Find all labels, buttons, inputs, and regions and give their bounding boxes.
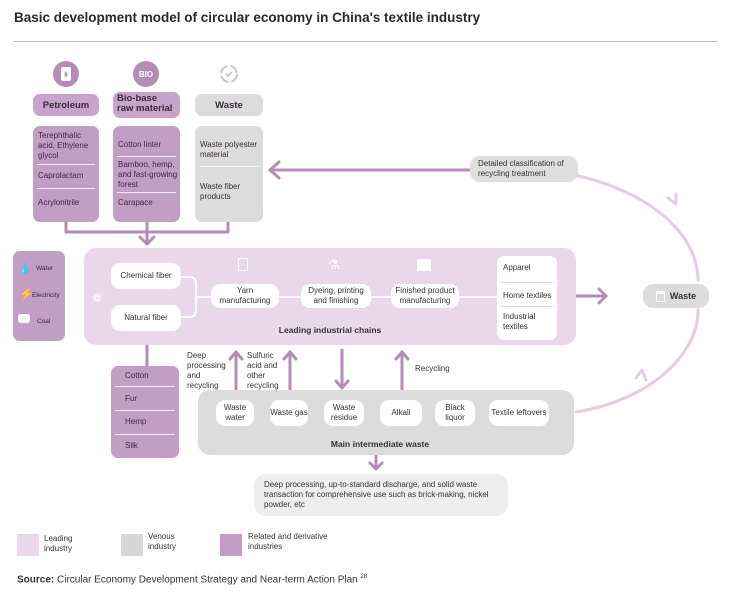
products-box: Apparel Home textiles Industrial textile… xyxy=(497,256,557,340)
natural-input-item: Hemp xyxy=(125,417,147,426)
intermediate-item: Waste water xyxy=(216,400,254,426)
intermediate-item: Black liquor xyxy=(435,400,475,426)
product-item: Apparel xyxy=(503,263,531,272)
petroleum-item: Terephthalic acid, Ethylene glycol xyxy=(38,131,89,160)
source-citation: Source: Circular Economy Development Str… xyxy=(17,574,367,585)
chain-link xyxy=(459,296,497,298)
legend-label-leading: Leading industry xyxy=(44,534,73,553)
source-text: Circular Economy Development Strategy an… xyxy=(57,574,358,586)
disposal-note: Deep processing, up-to-standard discharg… xyxy=(254,474,508,516)
intermediate-item: Waste residue xyxy=(324,400,364,426)
petroleum-barrel-icon xyxy=(53,61,79,87)
page-title: Basic development model of circular econ… xyxy=(14,10,481,25)
product-item: Industrial textiles xyxy=(503,312,536,331)
utility-electricity: Electricity xyxy=(32,292,60,299)
product-item: Home textiles xyxy=(503,291,552,300)
chain-link xyxy=(279,296,301,298)
natural-input-item: Silk xyxy=(125,441,138,450)
recycle-arrowhead xyxy=(268,160,281,180)
title-divider xyxy=(14,41,718,42)
petroleum-header: Petroleum xyxy=(33,94,99,116)
waste-node-label: Waste xyxy=(669,291,697,301)
waste-node: Waste xyxy=(643,284,709,308)
yarn-manufacturing-node: Yarn manufacturing xyxy=(211,284,279,308)
legend-label-related: Related and derivative industries xyxy=(248,532,328,551)
natural-fiber-node: Natural fiber xyxy=(111,305,181,331)
coal-cart-icon xyxy=(18,314,30,323)
trash-bin-icon xyxy=(655,290,665,302)
flask-icon: ⚗ xyxy=(328,257,340,272)
yarn-spool-icon xyxy=(238,258,248,271)
bio-item: Cotton linter xyxy=(118,140,162,149)
loop-bottom xyxy=(574,308,700,414)
natural-inputs-column: Cotton Fur Hemp Silk xyxy=(111,366,179,458)
fiber-merge-bracket xyxy=(181,276,197,318)
deep-processing-label: Deep processing and recycling xyxy=(187,351,226,390)
waste-source-header: Waste xyxy=(195,94,263,116)
electricity-icon: ⚡ xyxy=(19,287,34,301)
natural-input-item: Cotton xyxy=(125,371,149,380)
intermediate-item: Textile leftovers xyxy=(489,400,549,426)
leading-chain-label: Leading industrial chains xyxy=(278,325,382,335)
recycling-label: Recycling xyxy=(415,364,450,373)
intermediate-waste-label: Main intermediate waste xyxy=(330,439,430,449)
natural-input-item: Fur xyxy=(125,394,137,403)
sources-arrowhead xyxy=(138,235,156,246)
utility-water: Water xyxy=(36,265,54,272)
petroleum-item: Acrylonitrile xyxy=(38,198,80,207)
tshirt-icon xyxy=(417,259,431,271)
bio-icon: BIO xyxy=(133,61,159,87)
chemical-fiber-node: Chemical fiber xyxy=(111,263,181,289)
recycle-icon xyxy=(216,61,242,87)
loop-top xyxy=(546,168,700,282)
petroleum-item: Caprolactam xyxy=(38,171,84,180)
legend-swatch-venous xyxy=(121,534,143,556)
petroleum-column: Terephthalic acid, Ethylene glycol Capro… xyxy=(33,126,99,222)
legend-swatch-leading xyxy=(17,534,39,556)
intermediate-item: Alkali xyxy=(380,400,422,426)
bio-header: Bio-base raw material xyxy=(113,92,180,118)
waste-source-column: Waste polyester material Waste fiber pro… xyxy=(195,126,263,222)
dyeing-node: Dyeing, printing and finishing xyxy=(301,284,371,308)
utilities-panel xyxy=(13,251,65,341)
waste-source-item: Waste fiber products xyxy=(200,182,241,201)
legend-label-venous: Venous industry xyxy=(148,532,177,551)
chain-link xyxy=(371,296,391,298)
utility-coal: Coal xyxy=(37,318,51,325)
source-prefix: Source: xyxy=(17,574,55,586)
fiber-icon: ❁ xyxy=(92,291,102,305)
intermediate-item: Waste gas xyxy=(270,400,308,426)
water-drop-icon: 💧 xyxy=(18,263,32,275)
sulfuric-acid-label: Sulfuric acid and other recycling xyxy=(247,351,279,390)
recycling-treatment-pill: Detailed classification of recycling tre… xyxy=(470,156,578,182)
legend-swatch-related xyxy=(220,534,242,556)
source-footnote: 28 xyxy=(360,574,368,580)
waste-source-item: Waste polyester material xyxy=(200,140,258,159)
bio-item: Bamboo, hemp, and fast-growing forest xyxy=(118,160,178,189)
finished-product-node: Finished product manufacturing xyxy=(391,284,459,308)
bio-item: Carapace xyxy=(118,198,153,207)
bio-column: Cotton linter Bamboo, hemp, and fast-gro… xyxy=(113,126,180,222)
chain-link xyxy=(197,296,211,298)
